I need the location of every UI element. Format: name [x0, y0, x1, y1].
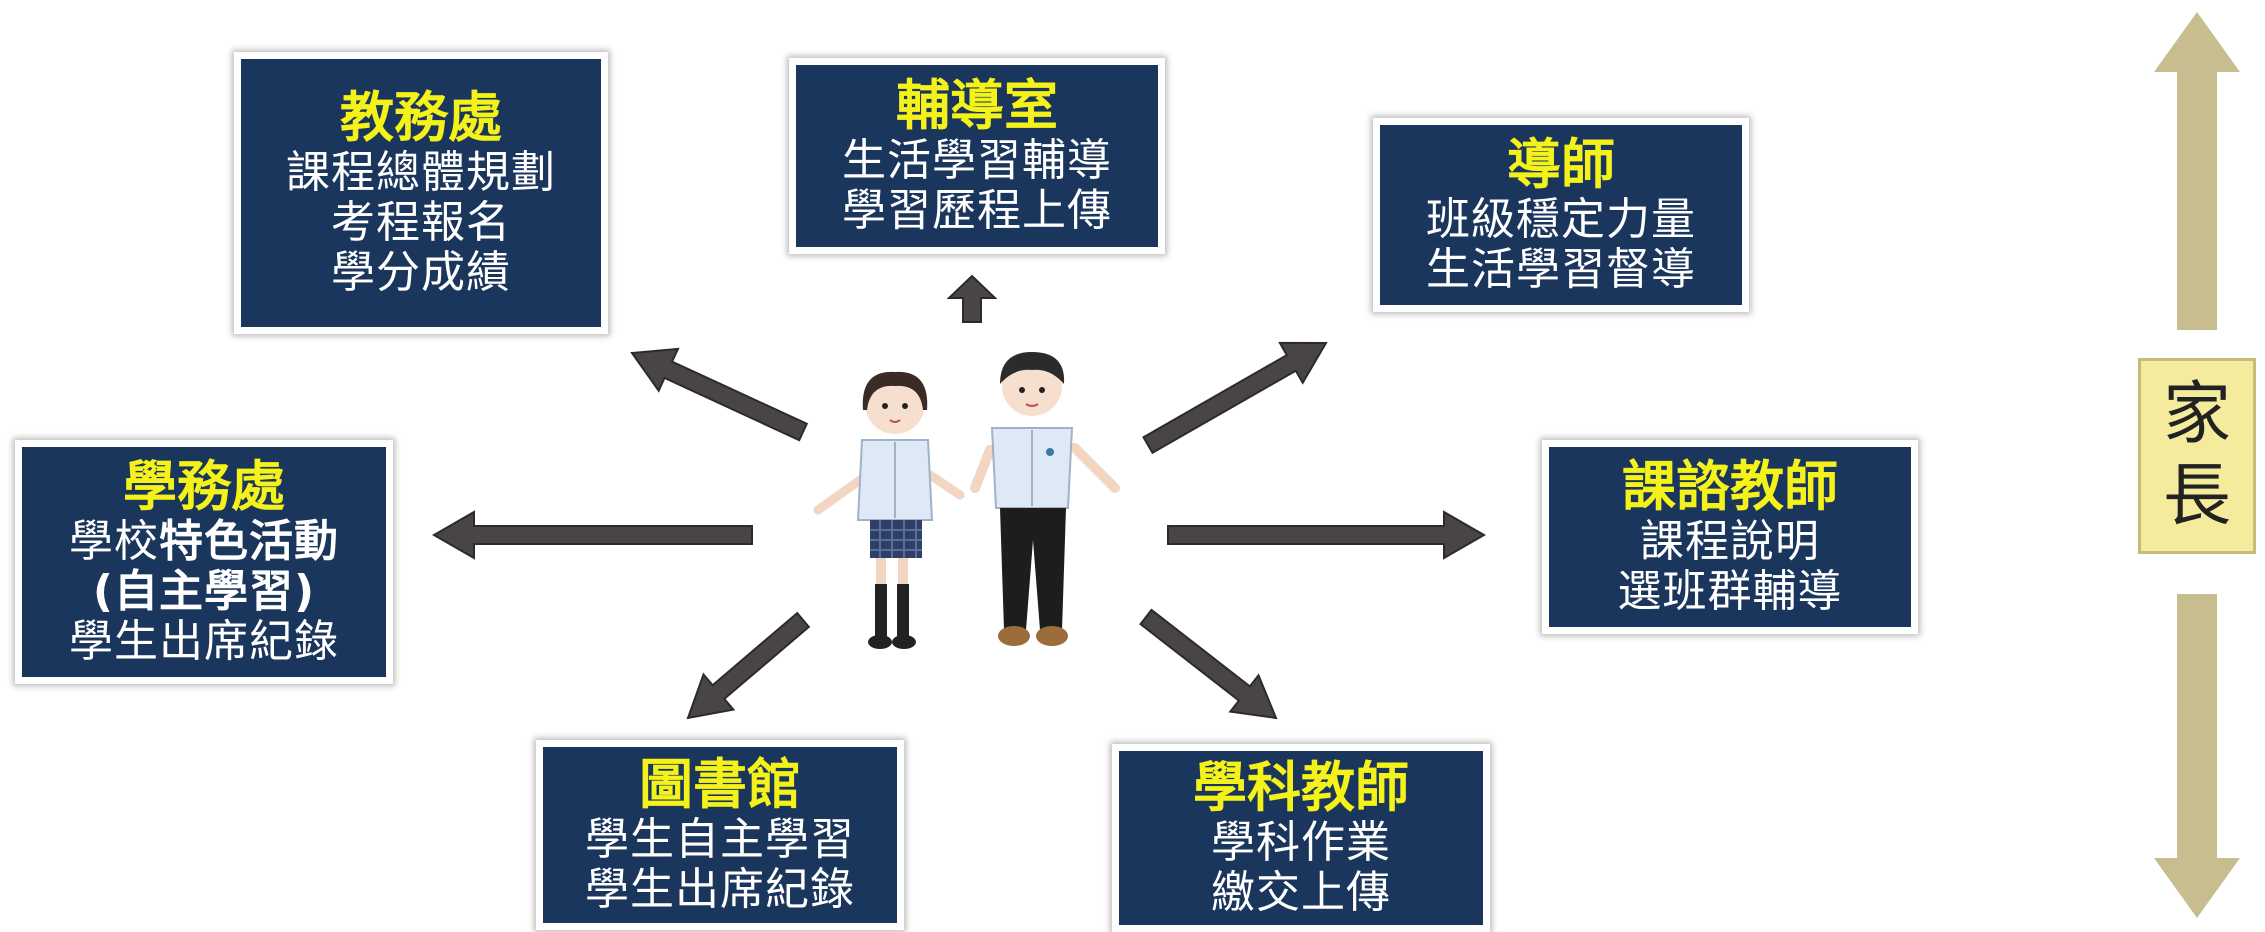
- subject-teacher-line-2: 繳交上傳: [1211, 867, 1391, 919]
- student-affairs-title: 學務處: [123, 454, 285, 518]
- student-affairs-line-1: 學校特色活動: [22, 516, 386, 567]
- homeroom-teacher-title: 導師: [1507, 132, 1615, 196]
- subject-teacher-line-1: 學科作業: [1211, 817, 1391, 869]
- parent-label-char-1: 家: [2162, 375, 2231, 455]
- arrow-to-student-affairs: [431, 510, 753, 560]
- academic-affairs-line-1: 課程總體規劃: [286, 147, 556, 198]
- student-affairs-line-1-prefix: 學校: [69, 516, 159, 567]
- academic-affairs-box: 教務處 課程總體規劃 考程報名 學分成績: [234, 52, 608, 334]
- academic-affairs-line-3: 學分成績: [331, 247, 511, 299]
- girl-student-figure: [813, 371, 965, 649]
- homeroom-teacher-box: 導師 班級穩定力量 生活學習督導: [1373, 118, 1749, 312]
- counseling-office-title: 輔導室: [896, 73, 1058, 137]
- course-advisor-line-1: 課程說明: [1640, 516, 1820, 568]
- counseling-office-line-1: 生活學習輔導: [842, 135, 1112, 187]
- arrow-to-library: [686, 611, 811, 720]
- student-affairs-box: 學務處 學校特色活動 (自主學習) 學生出席紀錄: [15, 440, 393, 684]
- arrow-to-subject-teacher: [1139, 608, 1278, 720]
- arrow-to-course-advisor: [1167, 510, 1487, 560]
- counseling-office-box: 輔導室 生活學習輔導 學習歷程上傳: [789, 58, 1165, 254]
- counseling-office-line-2: 學習歷程上傳: [842, 185, 1112, 237]
- parent-down-arrow: [2154, 594, 2240, 918]
- students-illustration: [813, 352, 1120, 649]
- homeroom-teacher-line-1: 班級穩定力量: [1426, 194, 1696, 246]
- library-line-1: 學生自主學習: [585, 814, 855, 866]
- subject-teacher-box: 學科教師 學科作業 繳交上傳: [1112, 744, 1490, 932]
- course-advisor-line-2: 選班群輔導: [1617, 566, 1843, 618]
- arrow-to-academic: [630, 347, 809, 442]
- academic-affairs-title: 教務處: [340, 85, 502, 149]
- library-box: 圖書館 學生自主學習 學生出席紀錄: [536, 740, 904, 930]
- library-title: 圖書館: [639, 752, 801, 816]
- student-affairs-line-3: 學生出席紀錄: [69, 616, 339, 668]
- student-affairs-line-2: (自主學習): [92, 566, 316, 618]
- subject-teacher-title: 學科教師: [1193, 755, 1409, 819]
- academic-affairs-line-2: 考程報名: [331, 197, 511, 249]
- parent-up-arrow: [2154, 12, 2240, 330]
- parent-label: 家 長: [2138, 358, 2256, 554]
- homeroom-teacher-line-2: 生活學習督導: [1426, 244, 1696, 296]
- arrow-to-homeroom: [1142, 341, 1328, 455]
- library-line-2: 學生出席紀錄: [585, 864, 855, 916]
- boy-student-figure: [970, 352, 1120, 646]
- course-advisor-box: 課諮教師 課程說明 選班群輔導: [1542, 440, 1918, 634]
- parent-label-char-2: 長: [2162, 457, 2231, 536]
- course-advisor-title: 課諮教師: [1622, 454, 1838, 518]
- arrow-to-counseling: [946, 274, 998, 323]
- student-affairs-line-1-bold: 特色活動: [159, 516, 339, 567]
